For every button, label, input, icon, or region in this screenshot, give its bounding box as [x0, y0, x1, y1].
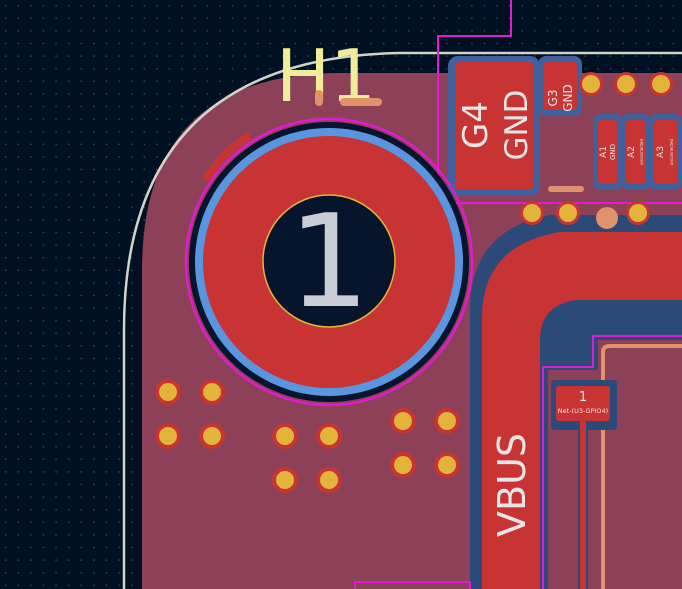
- via-hole: [629, 204, 647, 222]
- via-hole: [438, 456, 456, 474]
- via-hole: [394, 456, 412, 474]
- mounting-hole-h1[interactable]: 1: [184, 117, 474, 407]
- via-hole: [582, 75, 600, 93]
- bottom-component-courtyard: [354, 581, 471, 589]
- stitching-vias: [155, 379, 460, 493]
- usb-top-vias: [579, 72, 673, 96]
- via-hole: [320, 471, 338, 489]
- via-hole: [617, 75, 635, 93]
- pad-gpio4-number: 1: [579, 390, 587, 405]
- h1-silkscreen-arc: [201, 131, 253, 183]
- pad-a3-net: unconnected: [669, 139, 674, 165]
- usb-connector-courtyard: [437, 0, 682, 204]
- h1-drill-hole: [262, 194, 396, 328]
- usb-fab-marker: [548, 186, 584, 192]
- h1-pad-number: 1: [288, 188, 369, 337]
- pad-a1-net: GND: [609, 144, 617, 160]
- vbus-net-label: VBUS: [490, 433, 534, 537]
- pad-g4-name: G4: [456, 101, 496, 149]
- inner-zone-pour[interactable]: [548, 340, 682, 589]
- pad-g3[interactable]: [543, 62, 577, 110]
- u3-fab-outline: [601, 344, 682, 589]
- via-hole: [276, 471, 294, 489]
- via-hole: [159, 383, 177, 401]
- fab-dot: [596, 207, 618, 229]
- via-hole: [394, 412, 412, 430]
- pad-g4[interactable]: [455, 62, 533, 190]
- pad-gpio4-net-label: Net-(U3-GPIO4): [558, 407, 608, 415]
- vbus-copper-trace[interactable]: [482, 232, 682, 589]
- h1-fab-underline: [340, 98, 382, 106]
- usb-bottom-vias: [520, 201, 650, 229]
- via-hole: [559, 204, 577, 222]
- h1-courtyard: [184, 117, 474, 407]
- via-hole: [320, 427, 338, 445]
- via-hole: [159, 427, 177, 445]
- pad-a1[interactable]: [598, 120, 618, 184]
- via-hole: [438, 412, 456, 430]
- pad-g3-name: G3: [546, 90, 560, 107]
- u3-courtyard-outline: [542, 335, 682, 589]
- pad-a2[interactable]: [626, 120, 646, 184]
- via-hole: [203, 383, 221, 401]
- pad-gpio4[interactable]: [556, 386, 610, 421]
- pad-gpio4-trace-copper: [580, 421, 586, 589]
- pad-g3-net: GND: [561, 84, 575, 112]
- pad-a3-name: A3: [656, 146, 666, 158]
- via-hole: [276, 427, 294, 445]
- pad-a3[interactable]: [654, 120, 678, 184]
- pad-a2-name: A2: [627, 146, 637, 158]
- h1-fab-tick: [315, 90, 323, 106]
- via-hole: [203, 427, 221, 445]
- via-hole: [652, 75, 670, 93]
- pad-a1-name: A1: [599, 146, 609, 158]
- pad-g4-net: GND: [499, 89, 535, 160]
- pad-a2-net: unconnected: [639, 139, 644, 165]
- via-hole: [523, 204, 541, 222]
- board-edge-outline: [122, 51, 682, 589]
